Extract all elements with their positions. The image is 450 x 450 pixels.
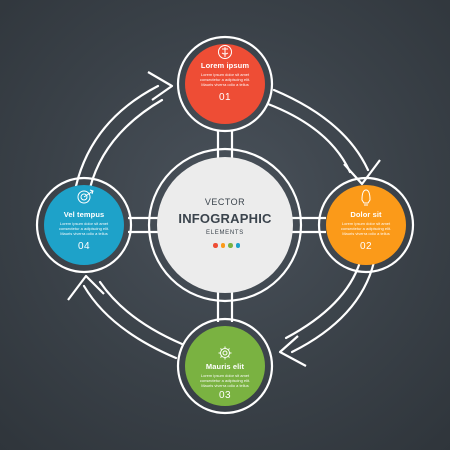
node-1-ring — [176, 35, 274, 133]
node-3-title: Mauris elit — [205, 362, 245, 371]
arrowhead-into-node-2 — [343, 159, 381, 186]
node-1-circle — [185, 44, 265, 124]
color-dots — [213, 243, 240, 248]
target-icon — [77, 189, 94, 204]
color-dot-blue — [235, 243, 240, 248]
gear-icon — [218, 346, 232, 360]
ring-arc-4-1 — [74, 84, 160, 188]
node-4-number: 04 — [77, 241, 91, 252]
center-top-label: VECTOR — [204, 197, 246, 207]
node-4-title: Vel tempus — [63, 210, 105, 219]
node-2-title: Dolor sit — [350, 210, 382, 219]
node-3-ring — [176, 317, 274, 415]
arrowhead-into-node-4 — [67, 274, 105, 301]
center-subtitle: ELEMENTS — [206, 230, 244, 236]
ring-arc-3-4-inner — [98, 280, 184, 346]
ring-arc-2-3-inner — [284, 260, 362, 340]
ring-arc-1-2-inner — [266, 102, 352, 174]
node-2-circle — [326, 185, 406, 265]
node-3-circle — [185, 326, 265, 406]
center-circle — [157, 157, 293, 293]
ring-arc-1-2 — [272, 88, 370, 172]
arrowhead-into-node-3 — [278, 335, 307, 367]
color-dot-orange — [220, 243, 225, 248]
connector-bottom — [216, 292, 234, 322]
ring-arc-4-1-inner — [88, 98, 164, 190]
center-ring — [147, 147, 303, 303]
center-title: INFOGRAPHIC — [178, 211, 272, 226]
node-1-title: Lorem ipsum — [200, 61, 250, 70]
connector-left — [128, 216, 162, 234]
ring-arc-3-4 — [82, 284, 178, 360]
color-dot-green — [228, 243, 233, 248]
node-1-number: 01 — [218, 92, 232, 103]
ring-arc-2-3 — [290, 260, 376, 354]
lightbulb-icon — [361, 189, 371, 206]
node-3-number: 03 — [218, 390, 232, 401]
money-bag-icon — [218, 45, 232, 59]
node-4-ring — [35, 176, 133, 274]
node-2-ring — [317, 176, 415, 274]
arrowhead-into-node-1 — [147, 71, 174, 101]
connector-top — [216, 130, 234, 162]
connector-right — [292, 216, 326, 234]
color-dot-red — [213, 243, 218, 248]
node-4-circle — [44, 185, 124, 265]
node-2-number: 02 — [359, 241, 373, 252]
